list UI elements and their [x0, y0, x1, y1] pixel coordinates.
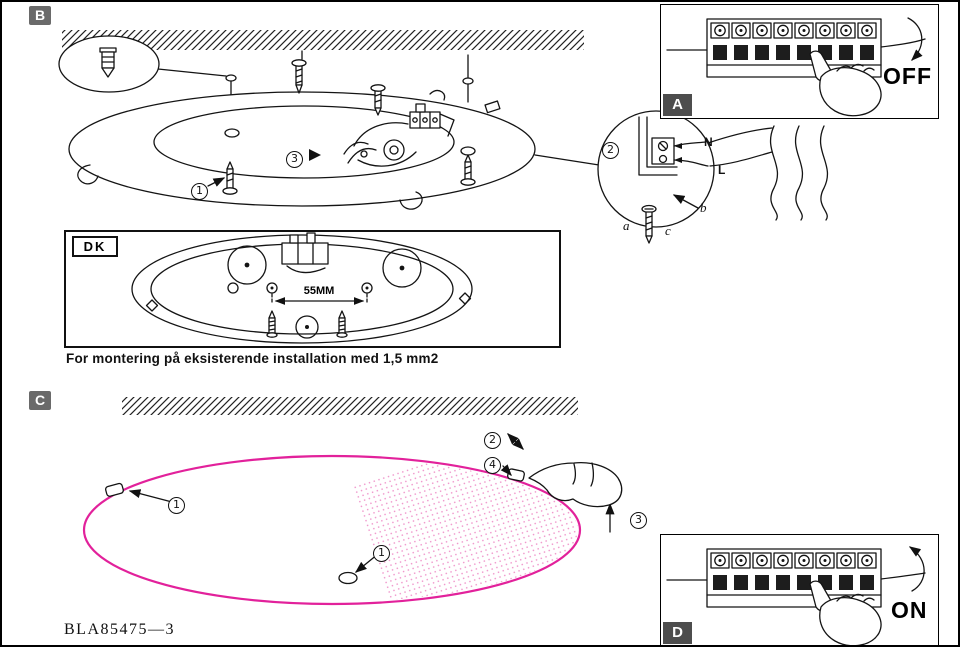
flip-up-arrow: [908, 546, 925, 592]
center-hole: [295, 315, 319, 339]
diagram-b-art: [58, 30, 829, 244]
dk-caption: For montering på eksisterende installati…: [66, 351, 439, 366]
screw-down-1: [291, 59, 307, 94]
power-on-label: ON: [891, 597, 928, 623]
hand-flip-icon: [809, 580, 882, 645]
lamp-socket-icon: [383, 139, 405, 161]
detail-label-c: c: [665, 223, 671, 238]
diagram-c-art: [82, 397, 623, 606]
neutral-wire-label: N: [704, 135, 713, 149]
step-callout-3: 3: [286, 151, 303, 168]
hand-flip-icon: [809, 50, 882, 117]
plate-clips: [77, 89, 501, 210]
dk-language-tag: DK: [72, 236, 118, 257]
step1-arrow: [207, 177, 226, 187]
step-callout-2: 2: [602, 142, 619, 159]
step-callout-3c: 3: [630, 512, 647, 529]
ceiling-hatch-b: [62, 30, 584, 50]
shade-clip-bottom: [338, 571, 358, 585]
detail-label-a: a: [623, 218, 630, 233]
mains-wire: [666, 572, 926, 581]
dk-terminal-block: [281, 232, 329, 274]
screw-up-2: [460, 154, 476, 186]
keyhole-left: [227, 245, 267, 285]
shade-clip-left: [105, 482, 124, 497]
step-callout-4c: 4: [484, 457, 501, 474]
square-cutout-right: [458, 292, 472, 305]
label-b-arrow: [672, 194, 699, 209]
terminal-row: [710, 22, 877, 39]
step4-arrow: [500, 464, 512, 476]
screw-down-2: [370, 84, 386, 116]
breaker-panel-on-art: [666, 546, 926, 645]
ceiling-hatch-c: [122, 397, 578, 415]
breaker-toggles: [713, 45, 874, 60]
step-callout-1: 1: [191, 183, 208, 200]
terminal-row: [710, 552, 877, 569]
dimension-label: 55MM: [303, 285, 335, 297]
dk-screw-left: [266, 310, 278, 338]
dk-plate-art: [131, 232, 473, 344]
model-number: BLA85475—3: [64, 621, 175, 638]
mounting-plate: [68, 91, 536, 207]
step1-arrow-left: [128, 489, 173, 503]
section-a-label: A: [663, 94, 692, 116]
flip-down-arrow: [907, 17, 923, 61]
step3-arrow: [309, 149, 321, 161]
balloon-leader: [534, 154, 600, 166]
glass-shade: [82, 454, 582, 606]
screw-up-1: [222, 161, 238, 195]
breaker-box-off: OFF A: [660, 4, 939, 119]
step-callout-1c-left: 1: [168, 497, 185, 514]
dk-instruction-box: DK 55MM: [64, 230, 561, 348]
terminal-screw: [641, 204, 657, 244]
breaker-panel-off-art: [666, 17, 926, 117]
plate-hardware: [343, 103, 455, 167]
power-off-label: OFF: [883, 63, 932, 89]
step2-double-arrow: [507, 433, 524, 450]
mains-wires: [707, 125, 829, 221]
live-wire-label: L: [718, 163, 726, 177]
section-c-label: C: [29, 391, 51, 410]
section-d-label: D: [663, 622, 692, 644]
step-callout-2c: 2: [484, 432, 501, 449]
wall-anchor-icon: [101, 67, 115, 78]
square-cutout-left: [145, 299, 159, 312]
shade-outline: [82, 454, 582, 606]
step-callout-1c-bottom: 1: [373, 545, 390, 562]
breaker-box-on: ON D: [660, 534, 939, 645]
keyhole-right: [382, 248, 422, 288]
hand-press-icon: [528, 462, 623, 508]
wall-anchor-detail-balloon: [58, 35, 160, 93]
dk-screw-right: [336, 310, 348, 338]
section-b-label: B: [29, 6, 51, 25]
detail-label-b: b: [700, 200, 707, 215]
